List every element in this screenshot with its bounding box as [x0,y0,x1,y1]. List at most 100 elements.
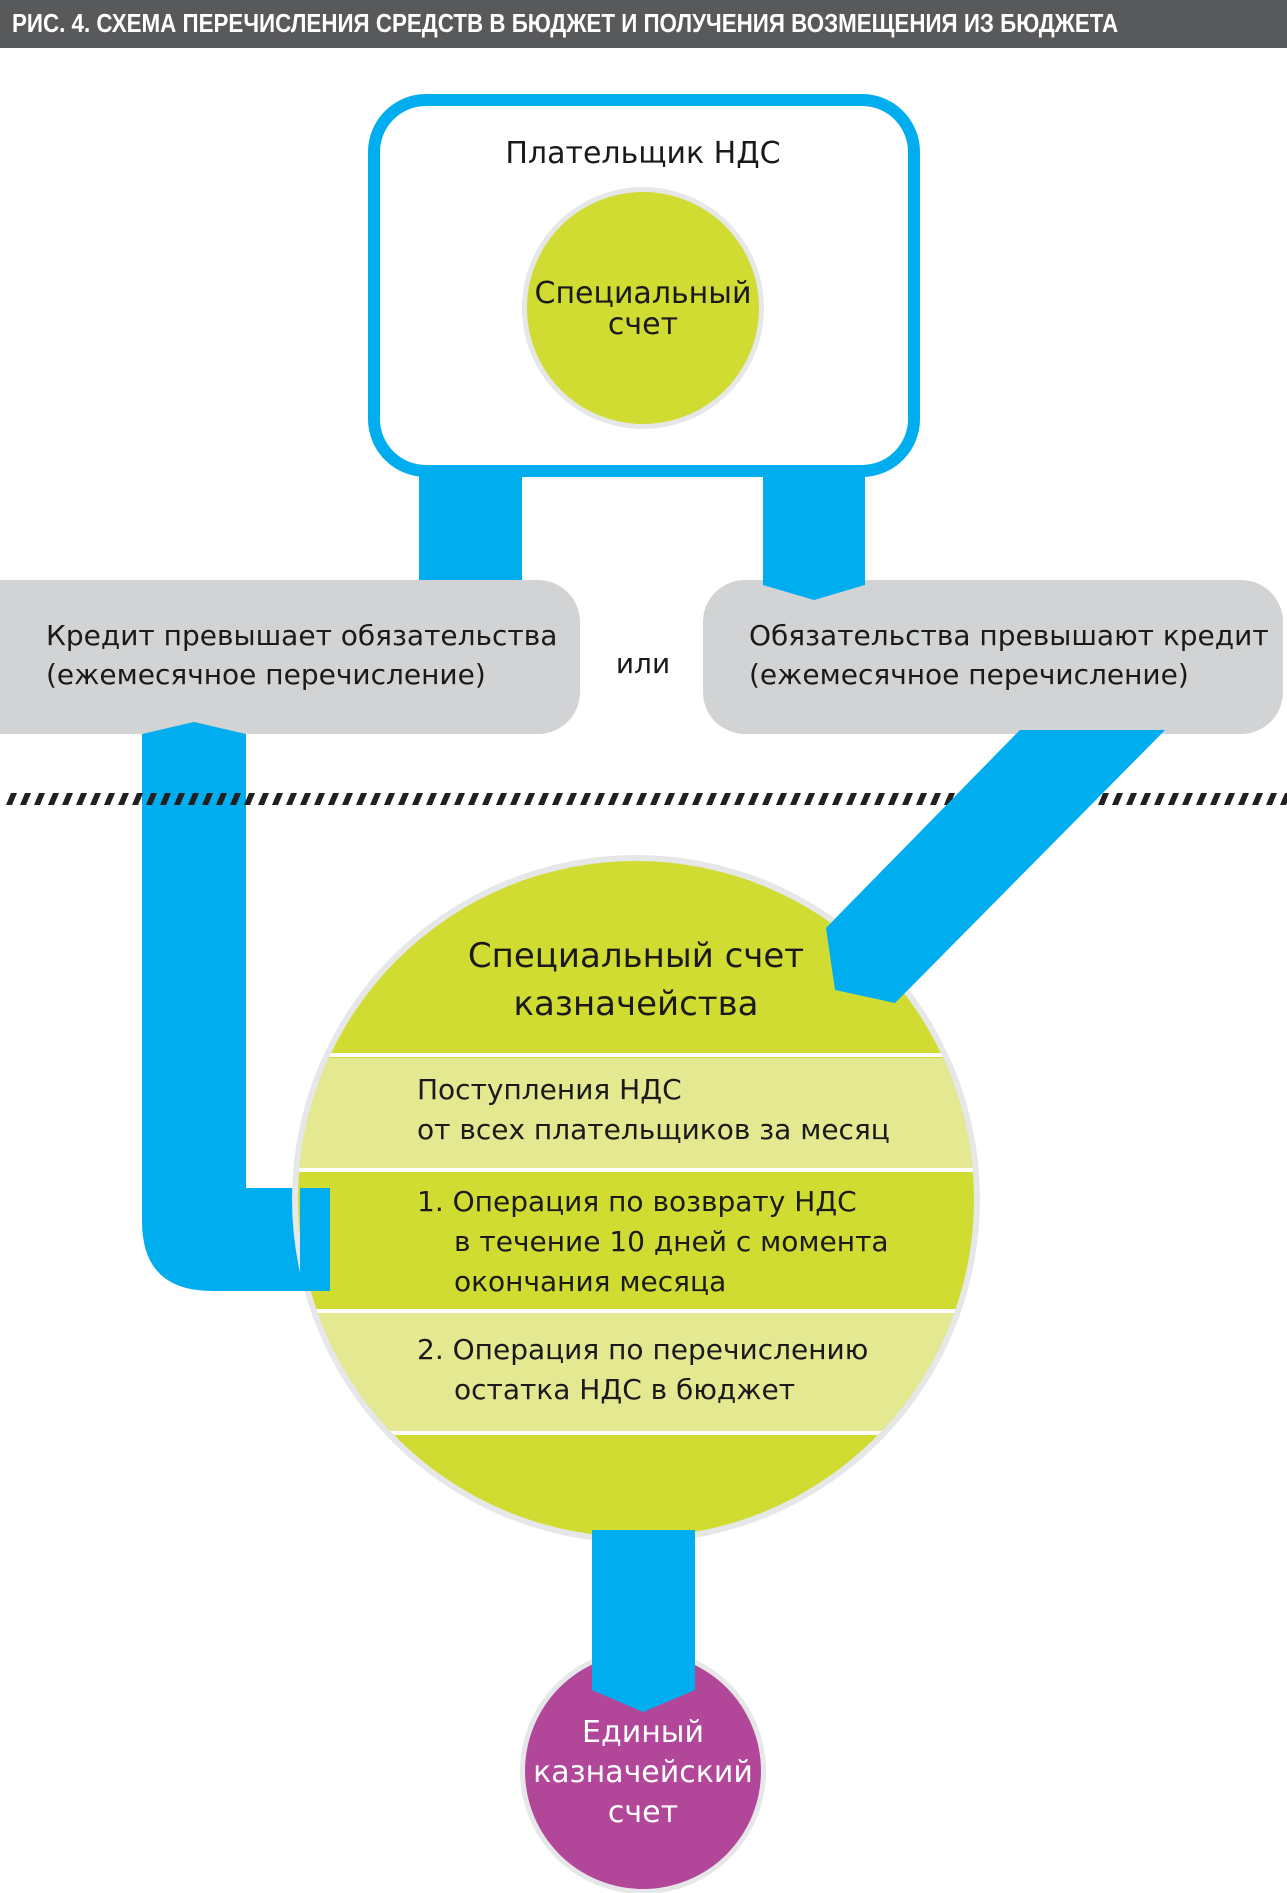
divider-hatch-mark [356,793,367,805]
divider-hatch-mark [622,793,633,805]
divider-hatch-mark [314,793,325,805]
figure-title: РИС. 4. СХЕМА ПЕРЕЧИСЛЕНИЯ СРЕДСТВ В БЮД… [12,8,1119,38]
single-account-line2: казначейский [533,1755,753,1790]
divider-hatch-mark [678,793,689,805]
treasury-row2-line1: 1. Операция по возврату НДС [417,1185,857,1218]
divider-hatch-mark [636,793,647,805]
divider-hatch-mark [132,793,143,805]
divider-hatch-mark [216,793,227,805]
divider-hatch-mark [1252,793,1263,805]
divider-hatch-mark [930,793,941,805]
divider-hatch-mark [6,793,17,805]
divider-hatch-mark [734,793,745,805]
divider-hatch-mark [650,793,661,805]
divider-hatch-mark [342,793,353,805]
divider-hatch-mark [188,793,199,805]
divider-hatch-mark [328,793,339,805]
flow-arrow-from-payer [763,470,865,600]
treasury-row3-line2: остатка НДС в бюджет [454,1373,795,1406]
divider-hatch-mark [370,793,381,805]
divider-hatch-mark [846,793,857,805]
treasury-row-transfer [298,1313,974,1431]
divider-hatch-mark [1182,793,1193,805]
treasury-row1-line2: от всех плательщиков за месяц [417,1113,890,1146]
divider-hatch-mark [160,793,171,805]
divider-hatch-mark [76,793,87,805]
divider-hatch-mark [1238,793,1249,805]
divider-hatch-mark [524,793,535,805]
divider-hatch-mark [426,793,437,805]
flow-arrow-refund-path [142,722,330,1291]
special-account-label-line2: счет [608,307,678,342]
divider-hatch-mark [286,793,297,805]
divider-hatch-mark [1126,793,1137,805]
divider-hatch-mark [1224,793,1235,805]
divider-hatch-mark [482,793,493,805]
divider-hatch-mark [608,793,619,805]
treasury-title-line2: казначейства [514,984,759,1024]
treasury-row-incoming [298,1058,974,1168]
option-right-line1: Обязательства превышают кредит [749,619,1269,652]
divider-hatch-mark [790,793,801,805]
divider-hatch-mark [1140,793,1151,805]
special-account-label-line1: Специальный [535,276,752,311]
divider-hatch-mark [1168,793,1179,805]
treasury-row2-line2: в течение 10 дней с момента [454,1225,889,1258]
treasury-row3-line1: 2. Операция по перечислению [417,1333,868,1366]
divider-hatch-mark [1112,793,1123,805]
arrowhead-single-account [592,1630,695,1712]
divider-hatch-mark [258,793,269,805]
divider-hatch-mark [664,793,675,805]
divider-hatch-mark [90,793,101,805]
divider-hatch-mark [944,793,955,805]
divider-hatch-mark [146,793,157,805]
divider-hatch-mark [580,793,591,805]
divider-hatch-mark [902,793,913,805]
divider-hatch-mark [1280,793,1287,805]
divider-hatch-mark [594,793,605,805]
divider-hatch-mark [454,793,465,805]
divider-hatch-mark [692,793,703,805]
divider-hatch-mark [510,793,521,805]
option-right-line2: (ежемесячное перечисление) [749,658,1189,691]
treasury-row2-line3: окончания месяца [454,1265,726,1298]
single-account-line1: Единый [582,1715,704,1750]
option-left-line1: Кредит превышает обязательства [46,619,557,652]
option-right-box [703,580,1283,734]
divider-hatch-mark [174,793,185,805]
divider-hatch-mark [860,793,871,805]
divider-hatch-mark [888,793,899,805]
divider-hatch-mark [1266,793,1277,805]
payer-title: Плательщик НДС [505,136,780,171]
divider-hatch-mark [1154,793,1165,805]
divider-hatch-mark [720,793,731,805]
special-account-circle [527,192,759,424]
divider-hatch-mark [762,793,773,805]
divider-hatch-mark [300,793,311,805]
divider-hatch-mark [398,793,409,805]
divider-hatch-mark [706,793,717,805]
single-account-line3: счет [608,1795,678,1830]
arrowhead-right-option [763,580,865,600]
divider-hatch-mark [916,793,927,805]
divider-hatch-mark [34,793,45,805]
single-account-circle [525,1653,761,1889]
divider-hatch-mark [552,793,563,805]
divider-hatch-mark [20,793,31,805]
refund-pillar-join [300,1188,330,1291]
divider-hatch-mark [48,793,59,805]
divider-hatch-mark [104,793,115,805]
divider-hatch-mark [496,793,507,805]
divider-hatch-mark [538,793,549,805]
divider-hatch-mark [804,793,815,805]
option-left-box [0,580,580,734]
divider-hatch-mark [748,793,759,805]
divider-hatch-mark [230,793,241,805]
treasury-row1-line1: Поступления НДС [417,1073,682,1106]
divider-hatch-mark [832,793,843,805]
divider-hatch-mark [1098,793,1109,805]
divider-hatch-mark [776,793,787,805]
divider-hatch-mark [1210,793,1221,805]
divider-hatch-mark [874,793,885,805]
option-left-line2: (ежемесячное перечисление) [46,658,486,691]
